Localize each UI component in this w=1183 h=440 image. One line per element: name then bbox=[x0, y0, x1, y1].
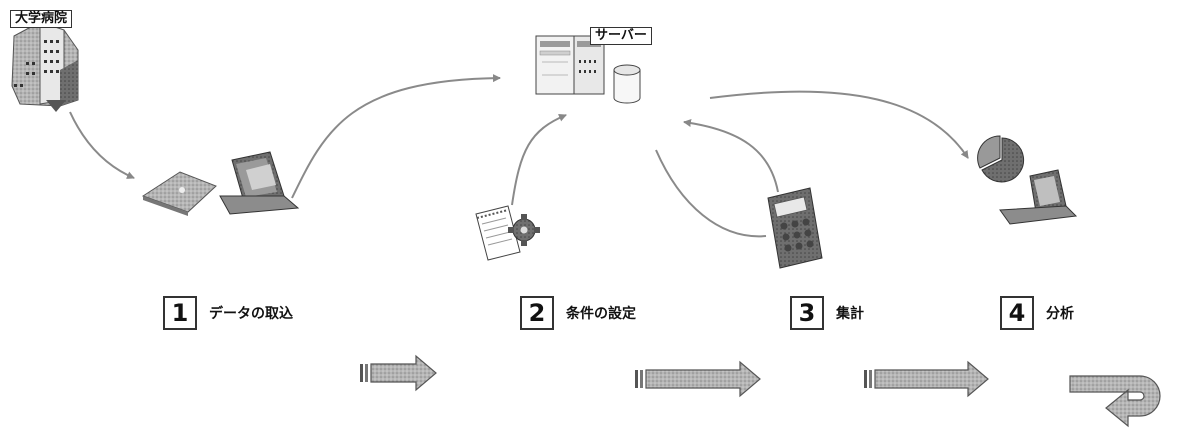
progress-arrow-2 bbox=[635, 360, 761, 398]
notepad-to-server-line bbox=[511, 114, 567, 206]
step-number: 3 bbox=[790, 296, 824, 330]
server-label: サーバー bbox=[590, 27, 652, 45]
flow-lines bbox=[69, 74, 969, 238]
progress-arrow-3 bbox=[864, 360, 989, 398]
step-label: 集計 bbox=[836, 306, 864, 322]
calculator-icon bbox=[767, 187, 823, 269]
step-4: 4 分析 bbox=[1000, 296, 1074, 330]
step-2: 2 条件の設定 bbox=[520, 296, 636, 330]
progress-arrow-1 bbox=[360, 354, 437, 392]
step-number: 1 bbox=[163, 296, 197, 330]
server-to-calculator-line bbox=[655, 149, 767, 238]
laptop-to-server-line bbox=[291, 74, 501, 199]
step-3: 3 集計 bbox=[790, 296, 864, 330]
calculator-to-server-line bbox=[683, 119, 779, 193]
step-1: 1 データの取込 bbox=[163, 296, 293, 330]
notepad-gear-icon bbox=[475, 205, 540, 261]
laptop-data-icon bbox=[141, 151, 300, 216]
step-label: データの取込 bbox=[209, 306, 293, 322]
hospital-building-icon bbox=[11, 21, 79, 112]
server-to-analysis-line bbox=[709, 90, 969, 159]
server-database-icon bbox=[535, 35, 641, 104]
step-label: 分析 bbox=[1046, 306, 1074, 322]
pie-chart-laptop-icon bbox=[977, 135, 1078, 225]
step-number: 2 bbox=[520, 296, 554, 330]
return-arrow bbox=[1069, 375, 1161, 428]
step-number: 4 bbox=[1000, 296, 1034, 330]
step-label: 条件の設定 bbox=[566, 306, 636, 322]
hospital-label: 大学病院 bbox=[10, 10, 73, 28]
hospital-to-laptop-line bbox=[69, 111, 135, 179]
